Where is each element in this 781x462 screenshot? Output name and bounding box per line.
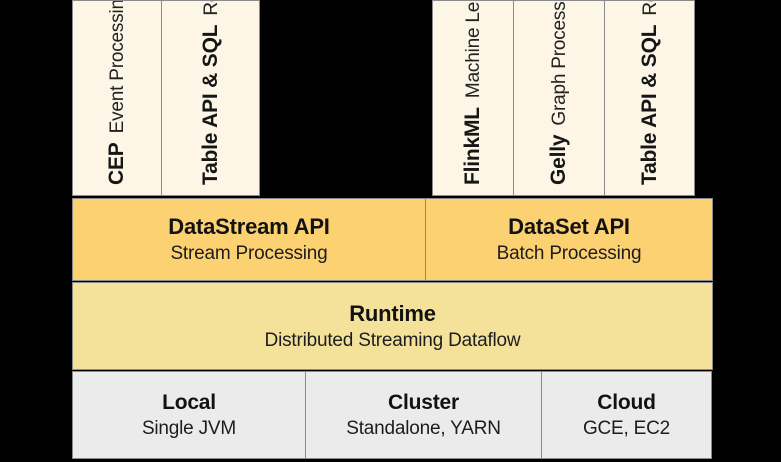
api-title: DataSet API bbox=[508, 214, 630, 239]
library-group-streaming: CEP Event Processing Table API & SQL Rel… bbox=[72, 0, 260, 196]
runtime-subtitle: Distributed Streaming Dataflow bbox=[264, 329, 521, 351]
library-title: Table API & SQL bbox=[637, 24, 661, 185]
deployment-title: Cloud bbox=[597, 390, 656, 414]
library-box-flinkml[interactable]: FlinkML Machine Learning bbox=[432, 0, 514, 196]
library-box-cep-text: CEP Event Processing bbox=[105, 0, 129, 185]
api-subtitle: Batch Processing bbox=[496, 243, 642, 264]
library-box-table-api-sql-batch-text: Table API & SQL Relational bbox=[637, 1, 662, 185]
deployment-row: Local Single JVM Cluster Standalone, YAR… bbox=[72, 371, 713, 459]
library-box-table-api-sql-batch[interactable]: Table API & SQL Relational bbox=[604, 0, 695, 196]
library-subtitle: Event Processing bbox=[107, 0, 128, 134]
api-row: DataStream API Stream Processing DataSet… bbox=[72, 198, 713, 281]
library-subtitle: Relational bbox=[201, 1, 223, 16]
library-subtitle: Graph Processing bbox=[549, 0, 570, 126]
library-subtitle: Machine Learning bbox=[463, 0, 484, 99]
deployment-subtitle: GCE, EC2 bbox=[582, 417, 671, 439]
api-subtitle: Stream Processing bbox=[170, 243, 328, 264]
library-box-gelly[interactable]: Gelly Graph Processing bbox=[513, 0, 605, 196]
deployment-title: Cluster bbox=[388, 390, 459, 414]
deployment-subtitle: Single JVM bbox=[141, 417, 237, 439]
library-title: Table API & SQL bbox=[198, 24, 222, 185]
library-box-gelly-text: Gelly Graph Processing bbox=[547, 0, 571, 185]
deployment-subtitle: Standalone, YARN bbox=[346, 417, 501, 439]
library-group-batch: FlinkML Machine Learning Gelly Graph Pro… bbox=[432, 0, 695, 196]
api-box-dataset[interactable]: DataSet API Batch Processing bbox=[425, 198, 713, 281]
runtime-title: Runtime bbox=[349, 300, 436, 326]
deployment-box-cluster[interactable]: Cluster Standalone, YARN bbox=[305, 371, 542, 459]
deployment-title: Local bbox=[162, 390, 216, 414]
deployment-box-cloud[interactable]: Cloud GCE, EC2 bbox=[541, 371, 712, 459]
library-box-table-api-sql-streaming[interactable]: Table API & SQL Relational bbox=[161, 0, 260, 196]
runtime-box[interactable]: Runtime Distributed Streaming Dataflow bbox=[72, 282, 713, 370]
library-subtitle: Relational bbox=[640, 1, 662, 16]
library-box-cep[interactable]: CEP Event Processing bbox=[72, 0, 162, 196]
api-box-datastream[interactable]: DataStream API Stream Processing bbox=[72, 198, 426, 281]
library-title: CEP bbox=[105, 142, 128, 185]
library-title: FlinkML bbox=[461, 107, 484, 185]
api-title: DataStream API bbox=[168, 214, 330, 239]
deployment-box-local[interactable]: Local Single JVM bbox=[72, 371, 306, 459]
library-box-flinkml-text: FlinkML Machine Learning bbox=[461, 0, 485, 185]
library-title: Gelly bbox=[547, 134, 570, 185]
library-box-table-api-sql-streaming-text: Table API & SQL Relational bbox=[198, 1, 223, 185]
